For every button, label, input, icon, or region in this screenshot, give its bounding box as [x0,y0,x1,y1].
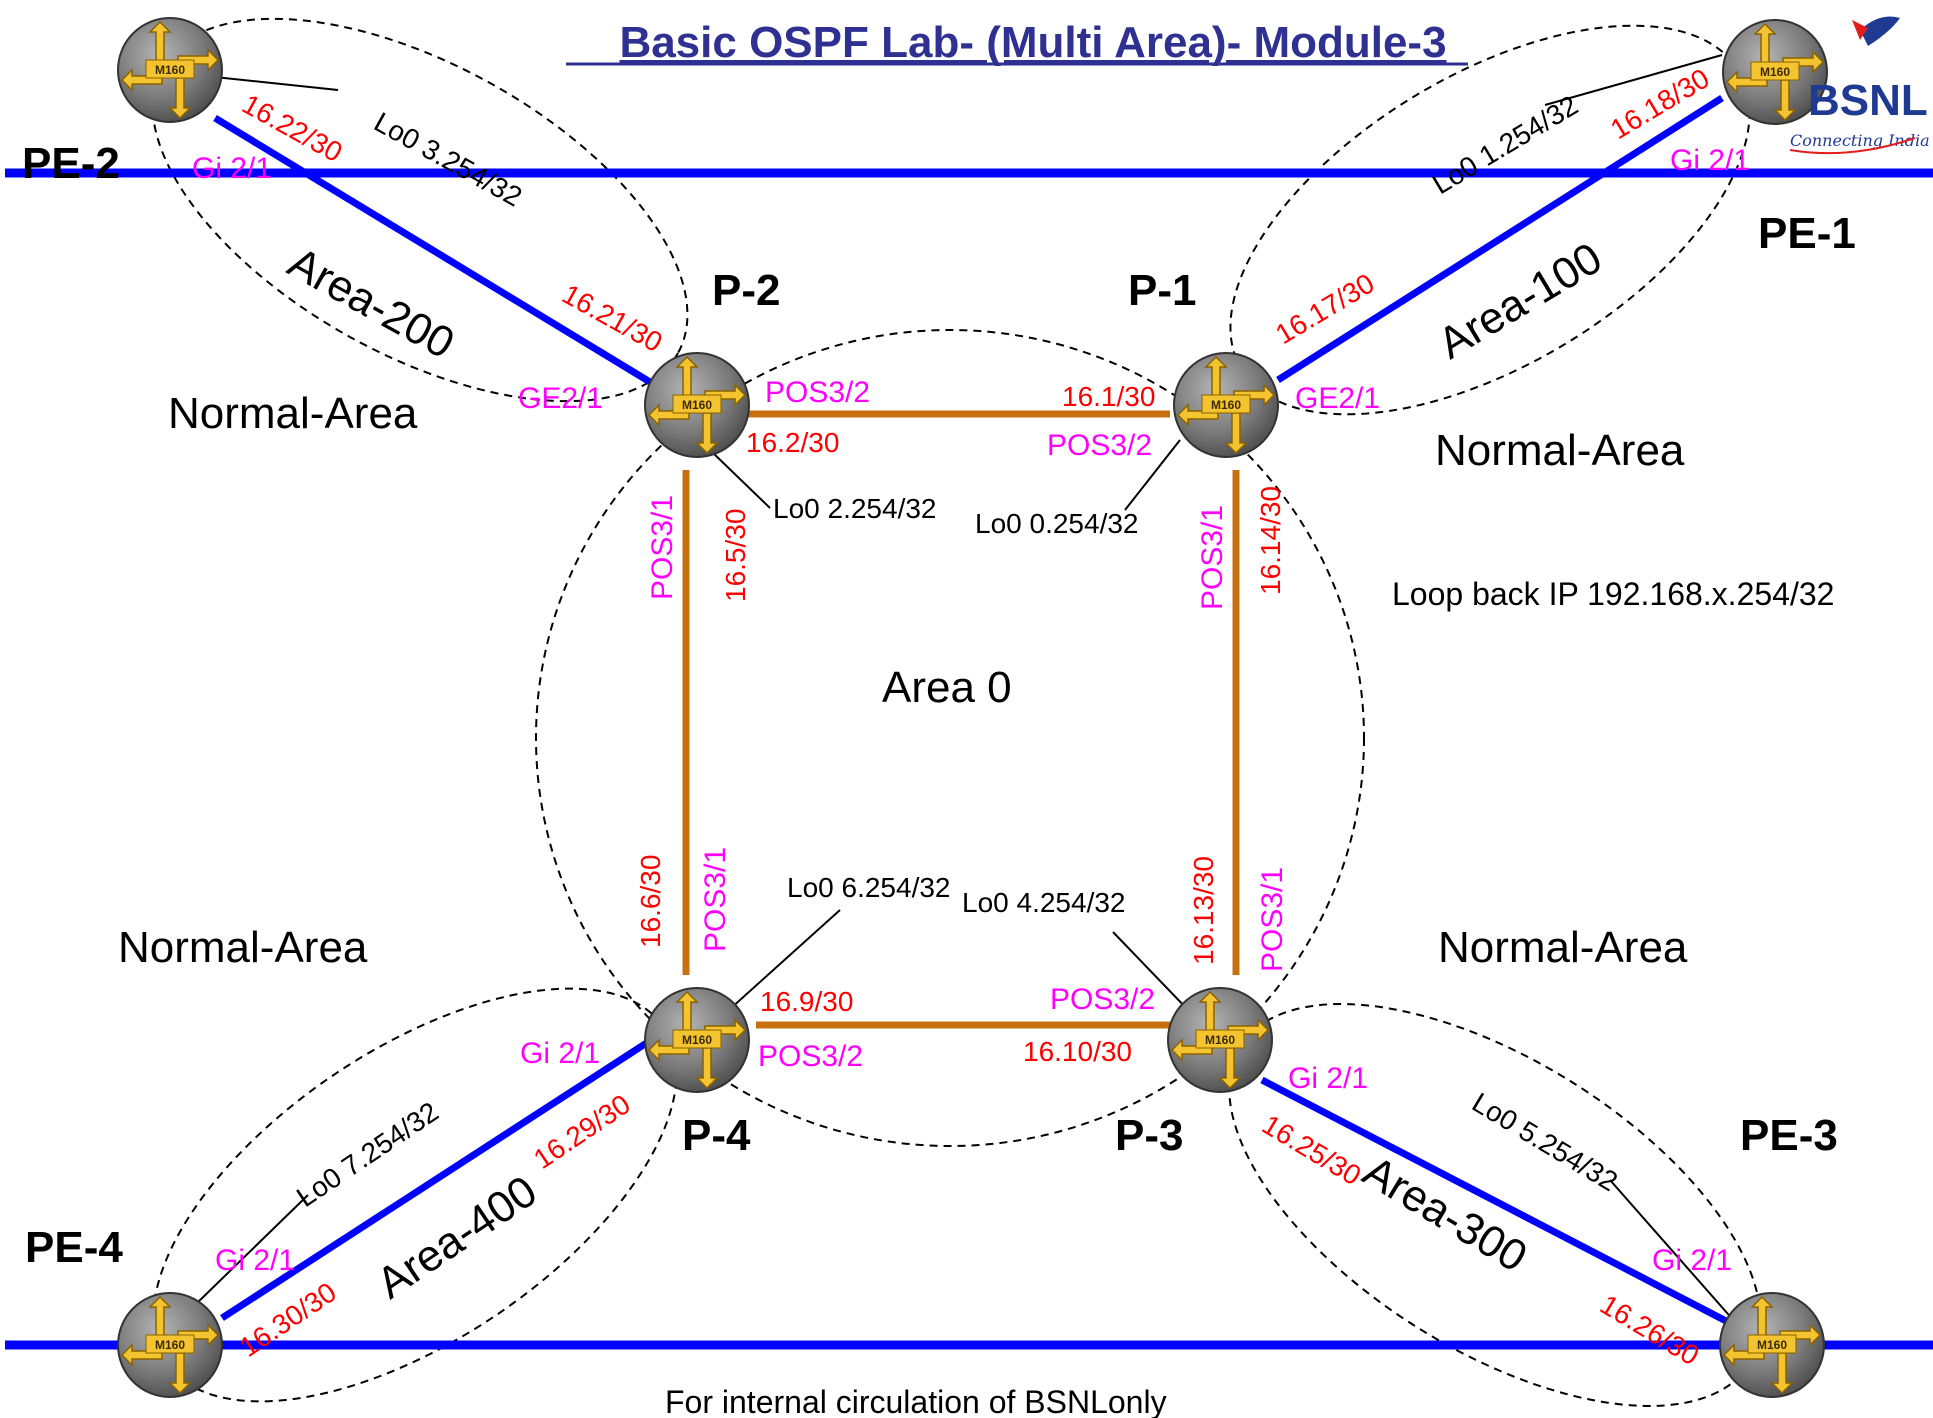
footer-note: For internal circulation of BSNLonly [665,1384,1167,1418]
leader-p1 [1124,439,1181,511]
bsnl-swoosh-icon [1852,16,1900,46]
if-pe3-gi: Gi 2/1 [1652,1244,1732,1277]
bsnl-tagline: Connecting India [1790,131,1930,150]
router-model: M160 [155,63,185,77]
ip-p2-pos31: 16.5/30 [720,509,751,602]
label-p1: P-1 [1128,266,1196,315]
if-p4-pos32: POS3/2 [758,1040,863,1073]
lo-p4: Lo0 6.254/32 [787,872,951,903]
if-p2-pos31: POS3/1 [646,495,679,600]
label-area-100: Area-100 [1430,233,1610,368]
ip-p2-ge: 16.21/30 [557,278,667,358]
label-pe2: PE-2 [22,139,120,188]
link-p4-pe4 [220,1039,650,1321]
bsnl-logo: BSNL Connecting India [1789,16,1930,155]
pe-links [213,95,1730,1326]
router-model: M160 [1757,1338,1787,1352]
loopback-note: Loop back IP 192.168.x.254/32 [1392,576,1834,612]
bsnl-logo-text: BSNL [1808,76,1928,125]
label-pe4: PE-4 [25,1223,123,1272]
label-pe3: PE-3 [1740,1111,1838,1160]
loopback-leaders [194,54,1736,1323]
label-p4: P-4 [682,1111,751,1160]
ip-pe1-gi: 16.18/30 [1605,62,1714,145]
leader-p2 [711,451,771,509]
router-model: M160 [1760,65,1790,79]
lo-pe2: Lo0 3.254/32 [369,106,527,212]
if-p1-pos31: POS3/1 [1196,505,1229,610]
if-p2-ge: GE2/1 [518,382,603,415]
label-normal-area-br: Normal-Area [1438,923,1688,972]
router-pe4[interactable]: M160 [117,1292,223,1398]
link-pe2-p2 [213,115,652,385]
page-title: Basic OSPF Lab- (Multi Area)- Module-3 [619,18,1446,67]
router-model: M160 [682,398,712,412]
router-model: M160 [682,1033,712,1047]
router-p1[interactable]: M160 [1173,352,1279,458]
leader-pe2 [204,75,339,91]
ip-p2-pos32: 16.2/30 [746,427,839,458]
if-p3-pos32: POS3/2 [1050,983,1155,1016]
ip-p3-pos31: 16.13/30 [1188,856,1219,965]
router-model: M160 [1205,1033,1235,1047]
link-p3-pe3 [1260,1076,1730,1326]
label-area-300: Area-300 [1355,1147,1535,1282]
router-pe1[interactable]: M160 [1722,19,1828,125]
if-pe1-gi: Gi 2/1 [1670,144,1750,177]
leader-p3 [1112,931,1191,1013]
ip-p4-pos31: 16.6/30 [635,855,666,948]
label-p3: P-3 [1115,1111,1183,1160]
area0-links [682,410,1240,1029]
label-normal-area-tl: Normal-Area [168,389,418,438]
router-model: M160 [155,1338,185,1352]
label-normal-area-bl: Normal-Area [118,923,368,972]
label-p2: P-2 [712,266,780,315]
lo-pe4: Lo0 7.254/32 [291,1096,444,1213]
if-p4-pos31: POS3/1 [699,847,732,952]
ip-p1-pos32: 16.1/30 [1062,381,1155,412]
label-area-400: Area-400 [368,1166,545,1308]
link-pe1-p1 [1276,95,1724,383]
lo-pe3: Lo0 5.254/32 [1467,1087,1623,1198]
leader-pe3 [1609,1179,1736,1323]
lo-p3: Lo0 4.254/32 [962,887,1126,918]
router-pe2[interactable]: M160 [117,17,223,123]
ip-p4-gi: 16.29/30 [528,1088,636,1175]
leader-pe4 [194,1194,309,1306]
if-pe4-gi: Gi 2/1 [215,1244,295,1277]
if-p2-pos32: POS3/2 [765,376,870,409]
lo-pe1: Lo0 1.254/32 [1427,89,1583,200]
label-pe1: PE-1 [1758,209,1856,258]
if-p3-pos31: POS3/1 [1256,867,1289,972]
ip-pe4-gi: 16.30/30 [234,1276,342,1363]
ip-p3-gi: 16.25/30 [1257,1109,1366,1192]
router-p4[interactable]: M160 [644,987,750,1093]
router-model: M160 [1211,398,1241,412]
label-normal-area-tr: Normal-Area [1435,426,1685,475]
if-p4-gi: Gi 2/1 [520,1037,600,1070]
label-area-200: Area-200 [280,238,462,369]
if-p1-ge: GE2/1 [1295,382,1380,415]
leader-pe1 [1544,54,1723,106]
if-p1-pos32: POS3/2 [1047,429,1152,462]
area-0-outline [535,329,1365,1147]
ip-p1-pos31: 16.14/30 [1255,486,1286,595]
lo-p2: Lo0 2.254/32 [773,493,937,524]
if-p3-gi: Gi 2/1 [1288,1062,1368,1095]
lo-p1: Lo0 0.254/32 [975,508,1139,539]
ip-p3-pos32: 16.10/30 [1023,1036,1132,1067]
router-pe3[interactable]: M160 [1719,1292,1825,1398]
router-p2[interactable]: M160 [644,352,750,458]
ip-p4-pos32: 16.9/30 [760,986,853,1017]
label-area-0: Area 0 [882,663,1012,712]
if-pe2-gi: Gi 2/1 [192,152,272,185]
router-p3[interactable]: M160 [1167,987,1273,1093]
ip-p1-ge: 16.17/30 [1270,267,1379,350]
